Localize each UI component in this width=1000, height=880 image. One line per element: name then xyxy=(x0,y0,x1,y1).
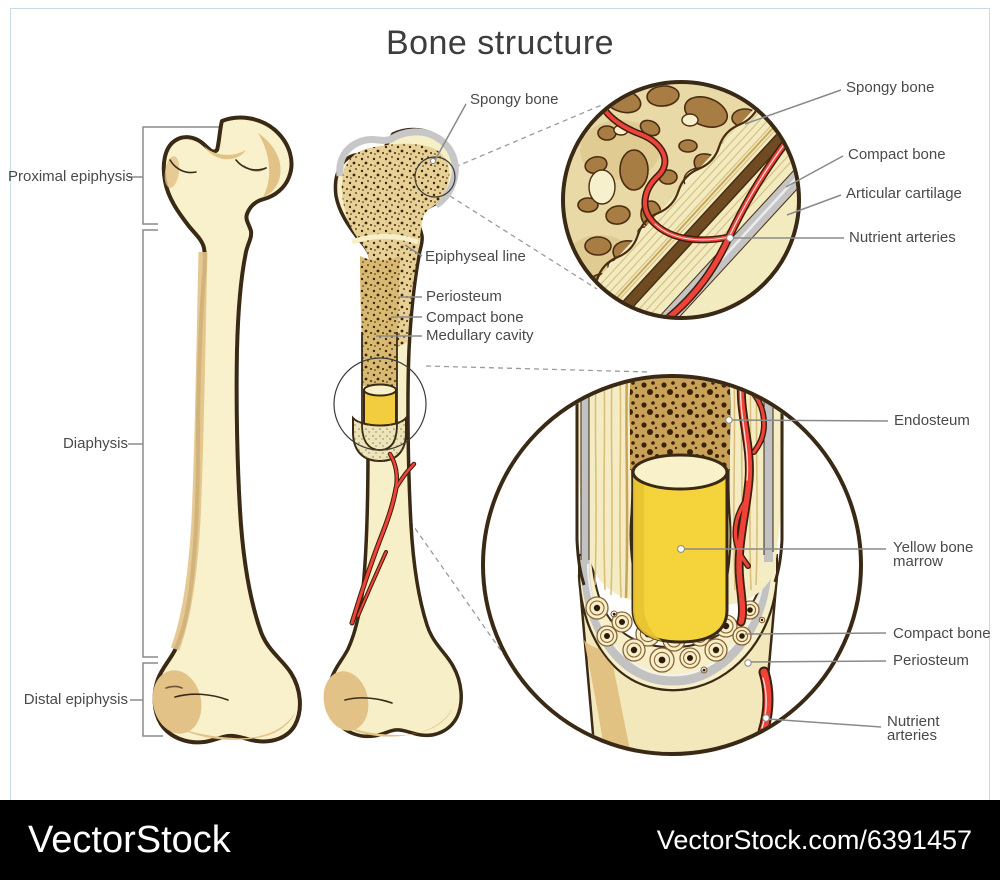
leader-anchor-dots xyxy=(429,157,770,722)
image-credit: VectorStock.com/6391457 xyxy=(656,824,972,855)
label-proximal-epiphysis: Proximal epiphysis xyxy=(8,168,134,185)
shaft-zoom-marker xyxy=(333,357,427,451)
label-yellow-bone-marrow: Yellow bone marrow xyxy=(893,539,974,570)
label-nutrient-arteries-bottom: Nutrient arteries xyxy=(887,713,940,744)
label-compact-bone-mid: Compact bone xyxy=(426,309,524,326)
label-epiphyseal-line: Epiphyseal line xyxy=(425,248,526,265)
label-periosteum-bottom: Periosteum xyxy=(893,652,969,669)
leader-lines xyxy=(376,89,889,728)
yellow-marrow-cylinder xyxy=(631,453,729,644)
left-femur xyxy=(152,115,302,745)
label-articular-cartilage: Articular cartilage xyxy=(846,185,962,202)
sectioned-femur xyxy=(323,127,463,739)
label-endosteum: Endosteum xyxy=(894,412,970,429)
label-compact-bone-bottom: Compact bone xyxy=(893,625,991,642)
label-spongy-bone-mid: Spongy bone xyxy=(470,91,559,108)
left-wall xyxy=(575,378,641,601)
label-spongy-bone-detail: Spongy bone xyxy=(846,79,935,96)
spongy-detail-circle xyxy=(561,80,801,320)
label-diaphysis: Diaphysis xyxy=(62,435,128,452)
watermark-banner: VectorStock VectorStock.com/6391457 xyxy=(0,800,1000,880)
spongy-zoom-marker xyxy=(414,156,456,198)
page-title: Bone structure xyxy=(385,24,615,62)
label-distal-epiphysis: Distal epiphysis xyxy=(23,691,128,708)
vectorstock-logo: VectorStock xyxy=(28,818,231,861)
nutrient-artery-shaft xyxy=(349,451,417,626)
label-brackets xyxy=(128,126,228,737)
label-compact-bone-detail: Compact bone xyxy=(848,146,946,163)
label-medullary-cavity: Medullary cavity xyxy=(426,327,534,344)
bone-illustration xyxy=(128,80,889,756)
label-periosteum-mid: Periosteum xyxy=(426,288,502,305)
label-nutrient-arteries-top: Nutrient arteries xyxy=(849,229,956,246)
shaft-detail-circle xyxy=(481,374,863,756)
